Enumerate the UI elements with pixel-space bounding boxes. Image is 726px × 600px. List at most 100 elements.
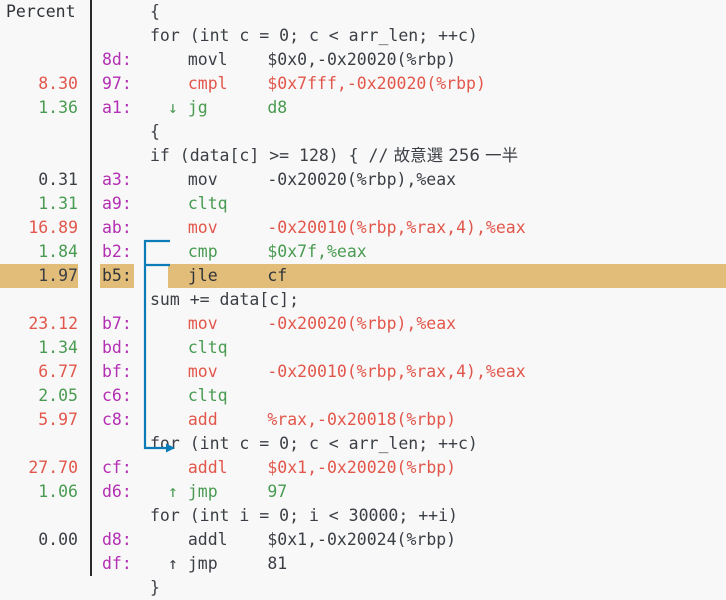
percent-value: 8.30: [38, 74, 78, 93]
percent-value: 6.77: [38, 362, 78, 381]
jump-marker-slot: [168, 410, 188, 429]
instruction-mnemonic: addl: [187, 530, 228, 549]
source-code-line: {: [150, 2, 160, 21]
percent-value: 5.97: [38, 410, 78, 429]
percent-value: 1.84: [38, 242, 78, 261]
instruction-text: jle cf: [168, 264, 726, 288]
percent-value: 1.34: [38, 338, 78, 357]
instruction-text: cmp $0x7f,%eax: [168, 240, 367, 264]
source-row[interactable]: sum += data[c];: [0, 288, 726, 312]
instruction-mnemonic: mov: [187, 362, 218, 381]
instruction-address: 8d:: [102, 50, 132, 69]
instruction-mnemonic: jg: [187, 98, 208, 117]
percent-value: 16.89: [28, 218, 78, 237]
asm-row[interactable]: 16.89 ab: mov -0x20010(%rbp,%rax,4),%eax: [0, 216, 726, 240]
mnemonic-operand-gap: [208, 98, 268, 117]
instruction-operands: -0x20020(%rbp),%eax: [267, 170, 457, 189]
source-row[interactable]: if (data[c] >= 128) { // 故意選 256 一半: [0, 144, 726, 168]
asm-row[interactable]: 5.97 c8: add %rax,-0x20018(%rbp): [0, 408, 726, 432]
asm-row[interactable]: 8d: movl $0x0,-0x20020(%rbp): [0, 48, 726, 72]
instruction-address: ab:: [102, 218, 132, 237]
source-row[interactable]: for (int i = 0; i < 30000; ++i): [0, 504, 726, 528]
jump-marker-slot: [168, 314, 188, 333]
instruction-mnemonic: cltq: [187, 386, 228, 405]
jump-up-arrow-icon: ↑: [168, 554, 188, 573]
header-row[interactable]: Percent {: [0, 0, 726, 24]
instruction-mnemonic: addl: [187, 458, 228, 477]
instruction-operands: -0x20010(%rbp,%rax,4),%eax: [267, 362, 526, 381]
jump-marker-slot: [168, 218, 188, 237]
instruction-text: add %rax,-0x20018(%rbp): [168, 408, 456, 432]
jump-marker-slot: [168, 266, 188, 285]
instruction-mnemonic: mov: [187, 218, 218, 237]
mnemonic-operand-gap: [218, 242, 268, 261]
source-code-line: for (int i = 0; i < 30000; ++i): [150, 506, 458, 525]
instruction-address: d6:: [102, 482, 132, 501]
percent-value: [0, 504, 78, 528]
source-code-line: for (int c = 0; c < arr_len; ++c): [150, 26, 478, 45]
jump-marker-slot: [168, 362, 188, 381]
asm-row[interactable]: df:↑ jmp 81: [0, 552, 726, 576]
instruction-address: b2:: [102, 242, 132, 261]
instruction-operands: $0x0,-0x20020(%rbp): [267, 50, 457, 69]
percent-value: 27.70: [28, 458, 78, 477]
instruction-operands: 97: [267, 482, 288, 501]
mnemonic-operand-gap: [218, 554, 268, 573]
source-row[interactable]: {: [0, 120, 726, 144]
source-row[interactable]: }: [0, 576, 726, 600]
instruction-address: a1:: [102, 98, 132, 117]
source-code-line: {: [150, 122, 160, 141]
instruction-address: d8:: [102, 530, 132, 549]
instruction-operands: 81: [267, 554, 288, 573]
source-row[interactable]: for (int c = 0; c < arr_len; ++c): [0, 24, 726, 48]
percent-value: [0, 120, 78, 144]
instruction-operands: $0x7f,%eax: [267, 242, 367, 261]
source-row[interactable]: for (int c = 0; c < arr_len; ++c): [0, 432, 726, 456]
instruction-address: bd:: [102, 338, 132, 357]
percent-column-header: Percent: [6, 2, 76, 21]
instruction-text: mov -0x20010(%rbp,%rax,4),%eax: [168, 216, 526, 240]
percent-value: 1.36: [38, 98, 78, 117]
instruction-text: mov -0x20020(%rbp),%eax: [168, 312, 456, 336]
percent-value: [0, 576, 78, 600]
mnemonic-operand-gap: [228, 458, 268, 477]
percent-value: 1.97: [0, 264, 78, 288]
instruction-operands: -0x20020(%rbp),%eax: [267, 314, 457, 333]
instruction-address: 97:: [102, 74, 132, 93]
percent-value: [0, 24, 78, 48]
instruction-mnemonic: cmp: [187, 242, 218, 261]
asm-row[interactable]: 1.84 b2: cmp $0x7f,%eax: [0, 240, 726, 264]
instruction-text: mov -0x20010(%rbp,%rax,4),%eax: [168, 360, 526, 384]
instruction-mnemonic: jmp: [187, 482, 218, 501]
mnemonic-operand-gap: [218, 410, 268, 429]
mnemonic-operand-gap: [218, 482, 268, 501]
instruction-text: addl $0x1,-0x20024(%rbp): [168, 528, 456, 552]
percent-value: [0, 144, 78, 168]
instruction-mnemonic: jle: [187, 266, 218, 285]
jump-marker-slot: [168, 338, 188, 357]
percent-value: 1.31: [38, 194, 78, 213]
instruction-address: c8:: [102, 410, 132, 429]
percent-value: 1.06: [38, 482, 78, 501]
mnemonic-operand-gap: [228, 530, 268, 549]
mnemonic-operand-gap: [218, 266, 268, 285]
instruction-address: b7:: [102, 314, 132, 333]
jump-marker-slot: [168, 170, 188, 189]
percent-value: [0, 48, 78, 72]
instruction-mnemonic: jmp: [187, 554, 218, 573]
instruction-text: ↑ jmp 81: [168, 552, 287, 576]
